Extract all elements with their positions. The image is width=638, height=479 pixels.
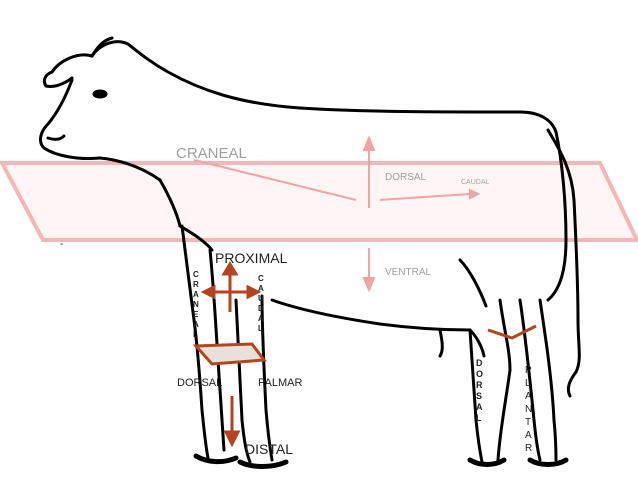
label-craneal-vertical: CRANEAL — [193, 270, 199, 339]
label-craneal-plane: CRANEAL — [176, 145, 247, 162]
label-dorsal-limb: DORSAL — [177, 377, 223, 389]
hind-limb-band — [487, 324, 537, 340]
front-limb-plane — [192, 342, 267, 366]
label-palmar: PALMAR — [258, 377, 303, 389]
label-small-mark: - — [60, 239, 64, 250]
label-proximal: PROXIMAL — [215, 250, 288, 266]
label-caudal-body: CAUDAL — [461, 179, 490, 186]
label-dorsal-hind-vertical: DORSAL — [476, 358, 484, 423]
body-direction-arrows — [193, 135, 481, 293]
transverse-plane — [0, 161, 638, 242]
label-plantar-vertical: PLANTAR — [525, 365, 533, 454]
label-dorsal-body: DORSAL — [385, 172, 427, 183]
label-caudal-vertical: CAUDAL — [258, 274, 264, 333]
label-distal: DISTAL — [245, 441, 293, 457]
limb-direction-arrows — [200, 261, 262, 448]
label-ventral: VENTRAL — [385, 267, 432, 278]
cow-outline — [39, 36, 581, 469]
